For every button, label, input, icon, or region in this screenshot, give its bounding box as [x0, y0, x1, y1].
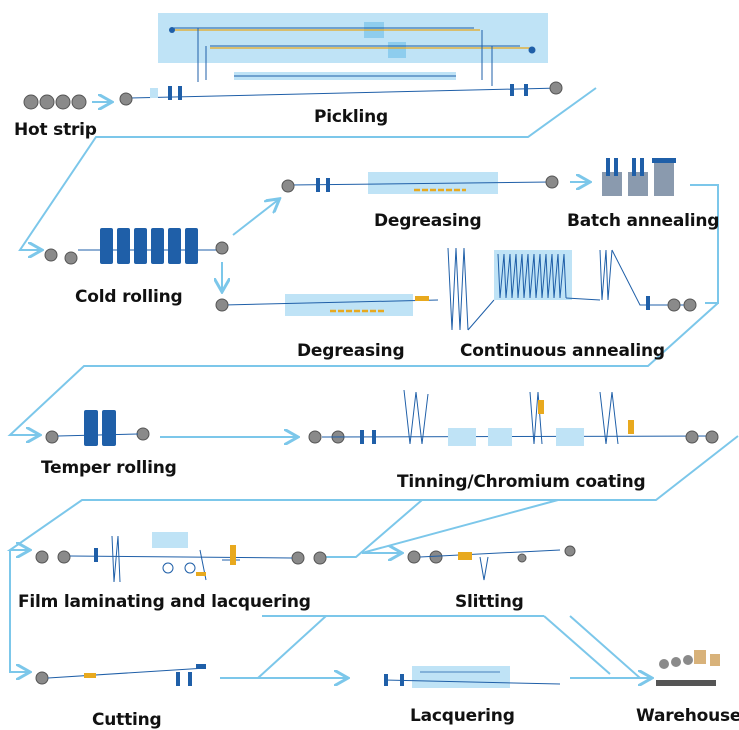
connector-pickling-to-cold [18, 87, 597, 250]
cold-rolling-mill [44, 228, 229, 265]
batch-annealing-furnaces [602, 158, 676, 196]
continuous-annealing-furnace [447, 247, 697, 331]
label-pickling: Pickling [314, 107, 388, 127]
pickling-line [119, 13, 563, 106]
slitting-line [407, 545, 576, 581]
connector-slitting-to-warehouse [569, 615, 641, 679]
label-slitting: Slitting [455, 592, 524, 612]
label-batch-annealing: Batch annealing [567, 211, 720, 231]
connector-cold-to-degreasing-1 [232, 200, 278, 236]
pickling-coil-in [119, 92, 133, 106]
label-degreasing-1: Degreasing [374, 211, 482, 231]
pickling-tank-box [158, 13, 548, 63]
label-hot-strip: Hot strip [14, 120, 97, 140]
connector-annealing-to-temper [7, 302, 719, 435]
warehouse-stock [656, 650, 720, 686]
degreasing-line-2 [215, 294, 439, 316]
lacquering-line [383, 666, 561, 688]
label-tinning: Tinning/Chromium coating [397, 472, 646, 492]
label-film-laminating: Film laminating and lacquering [18, 592, 311, 612]
label-temper-rolling: Temper rolling [41, 458, 177, 478]
pickling-coil-out [549, 81, 563, 95]
connector-main-down [9, 550, 28, 672]
label-cutting: Cutting [92, 710, 162, 730]
cutting-line [35, 664, 207, 686]
label-lacquering: Lacquering [410, 706, 515, 726]
tinning-line [308, 389, 719, 446]
label-cold-rolling: Cold rolling [75, 287, 183, 307]
flow-connectors [6, 87, 739, 679]
degreasing-line-1 [281, 172, 559, 194]
connector-tinning-to-film [6, 435, 739, 550]
connector-cutting-to-warehouse [257, 615, 327, 679]
label-warehouse: Warehouse [636, 706, 739, 726]
connector-slitting-to-cutting [543, 615, 611, 675]
label-continuous-annealing: Continuous annealing [460, 341, 665, 361]
connector-batch-to-cont-annealing [690, 184, 719, 304]
label-degreasing-2: Degreasing [297, 341, 405, 361]
connector-film-down [326, 499, 423, 558]
temper-rolling-mill [45, 410, 150, 446]
film-laminating-line [35, 532, 327, 583]
hot-strip-coils [23, 94, 87, 110]
